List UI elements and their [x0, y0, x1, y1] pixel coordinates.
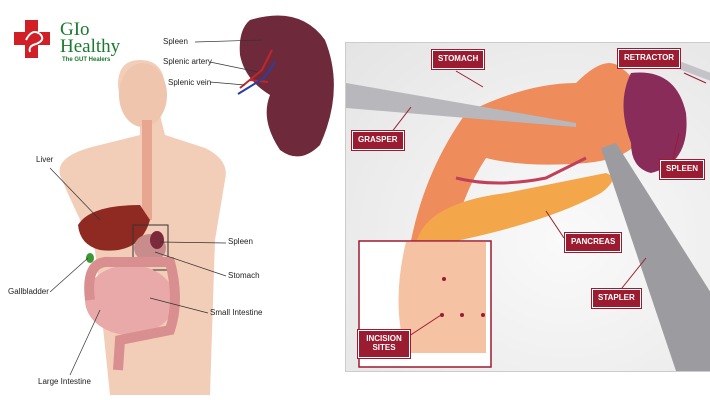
- surgery-drawing: [346, 58, 710, 371]
- label-large-intestine: Large Intestine: [38, 377, 91, 386]
- label-spleen: Spleen: [228, 237, 253, 246]
- label-gallbladder: Gallbladder: [8, 287, 49, 296]
- tag-retractor: RETRACTOR: [616, 48, 682, 69]
- esophagus: [142, 120, 152, 220]
- logo: GIo Healthy The GUT Healers: [12, 18, 152, 63]
- pancreas-shape: [416, 173, 613, 243]
- tag-pancreas: PANCREAS: [563, 232, 623, 253]
- medical-cross-icon: [14, 20, 50, 58]
- head: [119, 63, 167, 127]
- label-stomach: Stomach: [228, 271, 260, 280]
- label-splenic-vein: Splenic vein: [168, 78, 212, 87]
- large-intestine: [84, 256, 180, 371]
- leader-lines: [49, 39, 263, 376]
- label-liver: Liver: [36, 155, 54, 164]
- tag-spleen: SPLEEN: [658, 159, 706, 180]
- label-spleen-detail: Spleen: [163, 37, 188, 46]
- liver: [78, 205, 150, 251]
- spleen-shape: [623, 72, 687, 173]
- tag-incision-sites: INCISION SITES: [357, 329, 411, 359]
- splenic-vein: [237, 61, 276, 95]
- spleen-detail: [239, 15, 334, 157]
- tag-stomach: STOMACH: [430, 49, 486, 70]
- splenic-vessel: [455, 156, 587, 185]
- abdomen: [398, 242, 486, 353]
- grasper-instrument: [346, 83, 576, 127]
- small-intestine: [85, 265, 175, 335]
- logo-line2: Healthy: [60, 36, 121, 57]
- gallbladder: [86, 253, 94, 263]
- logo-tagline: The GUT Healers: [62, 57, 111, 63]
- logo-line1: GIo: [60, 19, 90, 40]
- surgery-illustration-panel: [345, 42, 710, 372]
- body-anatomy-illustration: [49, 15, 334, 395]
- tag-grasper: GRASPER: [351, 130, 405, 151]
- spleen: [150, 231, 164, 249]
- label-splenic-artery: Splenic artery: [163, 57, 212, 66]
- label-small-intestine: Small Intestine: [210, 308, 263, 317]
- stapler-instrument: [601, 143, 710, 371]
- incision-dots: [440, 277, 485, 317]
- leader-lines: [390, 70, 707, 339]
- tag-stapler: STAPLER: [591, 288, 642, 309]
